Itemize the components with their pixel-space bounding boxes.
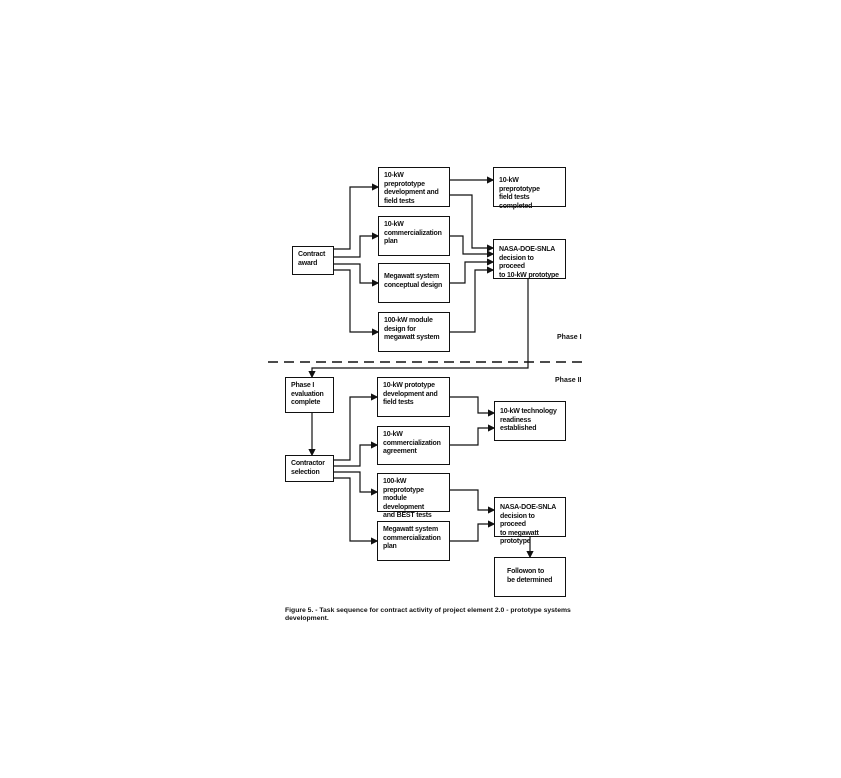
arrow (450, 489, 496, 514)
task-box: Megawatt system conceptual design (378, 263, 450, 303)
task-box: 100-kW module design for megawatt system (378, 312, 450, 352)
arrow (450, 266, 495, 333)
arrow (334, 393, 379, 461)
box-text: 10-kW prototype development and field te… (383, 382, 438, 406)
arrow (450, 235, 495, 258)
box-text: 100-kW module design for megawatt system (384, 317, 440, 341)
arrow (334, 477, 379, 545)
arrow (450, 258, 495, 284)
arrow (450, 194, 495, 252)
field-tests-completed-box: 10-kW preprototype field tests completed (493, 167, 566, 210)
arrow (450, 520, 496, 542)
box-text: 10-kW preprototype field tests completed (499, 177, 540, 210)
task-box: 100-kW preprototype module development a… (377, 473, 450, 519)
box-text: 10-kW preprototype development and field… (384, 172, 439, 205)
decision-box: NASA-DOE-SNLA decision to proceed to meg… (494, 497, 566, 545)
contractor-selection-box: Contractor selection (285, 455, 334, 482)
task-box: 10-kW preprototype development and field… (378, 167, 450, 207)
task-box: Megawatt system commercialization plan (377, 521, 450, 561)
box-text: Phase I evaluation complete (291, 382, 324, 406)
decision-box: NASA-DOE-SNLA decision to proceed to 10-… (493, 239, 566, 279)
task-box: 10-kW prototype development and field te… (377, 377, 450, 417)
followon-box: Followon to be determined (494, 557, 566, 597)
box-text: 10-kW commercialization agreement (383, 431, 441, 455)
arrow (308, 279, 529, 379)
task-box: 10-kW commercialization plan (378, 216, 450, 256)
box-text: Megawatt system commercialization plan (383, 526, 441, 550)
arrow (334, 263, 380, 287)
box-text: Megawatt system conceptual design (384, 273, 443, 289)
arrow (334, 471, 379, 496)
phase-1-label: Phase I (557, 334, 582, 341)
box-text: 10-kW commercialization plan (384, 221, 442, 245)
arrow (334, 441, 379, 467)
arrow (450, 424, 496, 446)
task-box: 10-kW commercialization agreement (377, 426, 450, 465)
box-text: Contractor selection (291, 460, 325, 476)
box-text: 10-kW technology readiness established (500, 408, 557, 432)
box-text: Contract award (298, 251, 326, 267)
box-text: Followon to be determined (507, 568, 553, 584)
arrow (334, 232, 380, 258)
readiness-box: 10-kW technology readiness established (494, 401, 566, 441)
evaluation-box: Phase I evaluation complete (285, 377, 334, 413)
box-text: 100-kW preprototype module development a… (383, 478, 432, 519)
arrow (334, 183, 380, 250)
figure-caption: Figure 5. - Task sequence for contract a… (285, 607, 571, 622)
arrow (450, 396, 496, 417)
box-text: NASA-DOE-SNLA decision to proceed to 10-… (499, 246, 559, 279)
phase-2-label: Phase II (555, 377, 582, 384)
contract-award-box: Contract award (292, 246, 334, 275)
box-text: NASA-DOE-SNLA decision to proceed to meg… (500, 504, 557, 545)
arrow (334, 269, 380, 336)
